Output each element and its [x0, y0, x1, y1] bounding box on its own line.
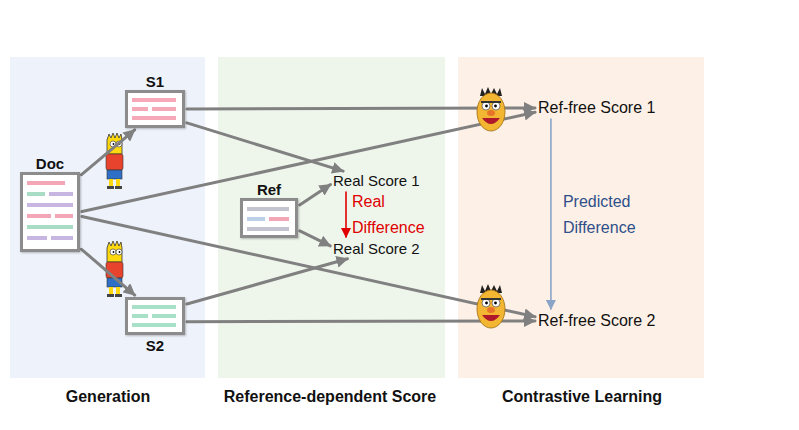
- generation-panel: [10, 57, 205, 378]
- connector-arrow: [187, 123, 343, 171]
- panel-caption: Contrastive Learning: [502, 388, 662, 406]
- generator-figure: [106, 241, 123, 297]
- box-heading: Ref: [257, 181, 281, 198]
- connector-arrow: [550, 119, 552, 309]
- score-label: Real Score 2: [333, 240, 420, 257]
- box-heading: S1: [146, 73, 164, 90]
- connector-arrow: [82, 249, 135, 295]
- summary-lines: [125, 297, 185, 335]
- score-label: Real Score 1: [333, 172, 420, 189]
- doc-lines: [20, 172, 80, 252]
- box-heading: Doc: [36, 155, 64, 172]
- panel-caption: Generation: [66, 388, 150, 406]
- connector-arrow: [187, 259, 348, 304]
- box-heading: S2: [146, 337, 164, 354]
- connector-arrow: [345, 192, 347, 237]
- connector-arrow: [300, 184, 331, 204]
- reference-box: Ref: [240, 198, 298, 238]
- score-text: Real Score 1: [333, 172, 420, 190]
- scorer-figure: [477, 87, 505, 131]
- edge-label: Predicted Difference: [563, 189, 658, 241]
- score-label: Ref-free Score 2: [538, 312, 655, 330]
- connector-arrow: [300, 231, 331, 246]
- scorer-figure: [477, 284, 505, 328]
- reference-lines: [240, 198, 298, 238]
- score-text: Ref-free Score 2: [538, 312, 655, 330]
- contrastive-panel: [458, 57, 704, 378]
- document-box: Doc: [20, 172, 80, 252]
- score-text: Real Score 2: [333, 240, 420, 258]
- score-label: Ref-free Score 1: [538, 99, 655, 117]
- reference-panel: [218, 57, 445, 378]
- summary-lines: [125, 90, 185, 128]
- score-text: Ref-free Score 1: [538, 99, 655, 117]
- panel-caption: Reference-dependent Score: [224, 388, 437, 406]
- connector-arrow: [82, 130, 135, 175]
- summary-box: S2: [125, 297, 185, 335]
- edge-label: Real Difference: [352, 189, 438, 241]
- connector-arrow: [82, 216, 535, 316]
- summary-box: S1: [125, 90, 185, 128]
